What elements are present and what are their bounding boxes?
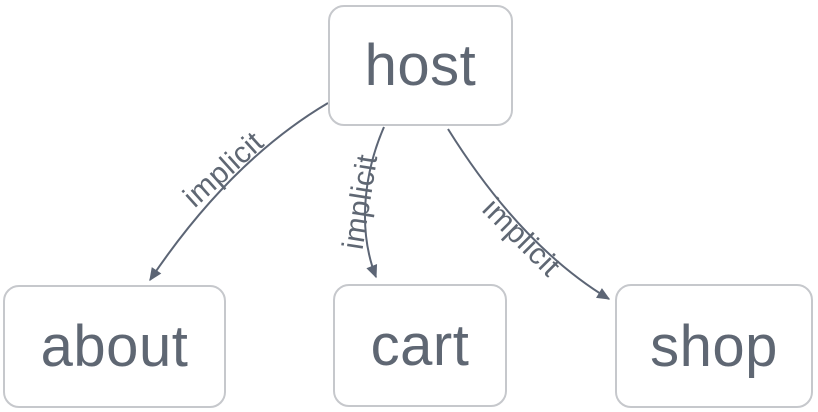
node-shop: shop: [615, 284, 813, 408]
node-label: host: [364, 33, 477, 98]
node-label: about: [40, 314, 189, 379]
node-about: about: [3, 285, 226, 408]
node-cart: cart: [333, 284, 507, 407]
edge-host-about: [149, 102, 329, 282]
node-label: shop: [650, 313, 778, 379]
node-label: cart: [370, 313, 470, 378]
edge-host-cart: [363, 126, 385, 279]
edge-host-shop: [447, 128, 611, 300]
node-host: host: [328, 5, 513, 126]
